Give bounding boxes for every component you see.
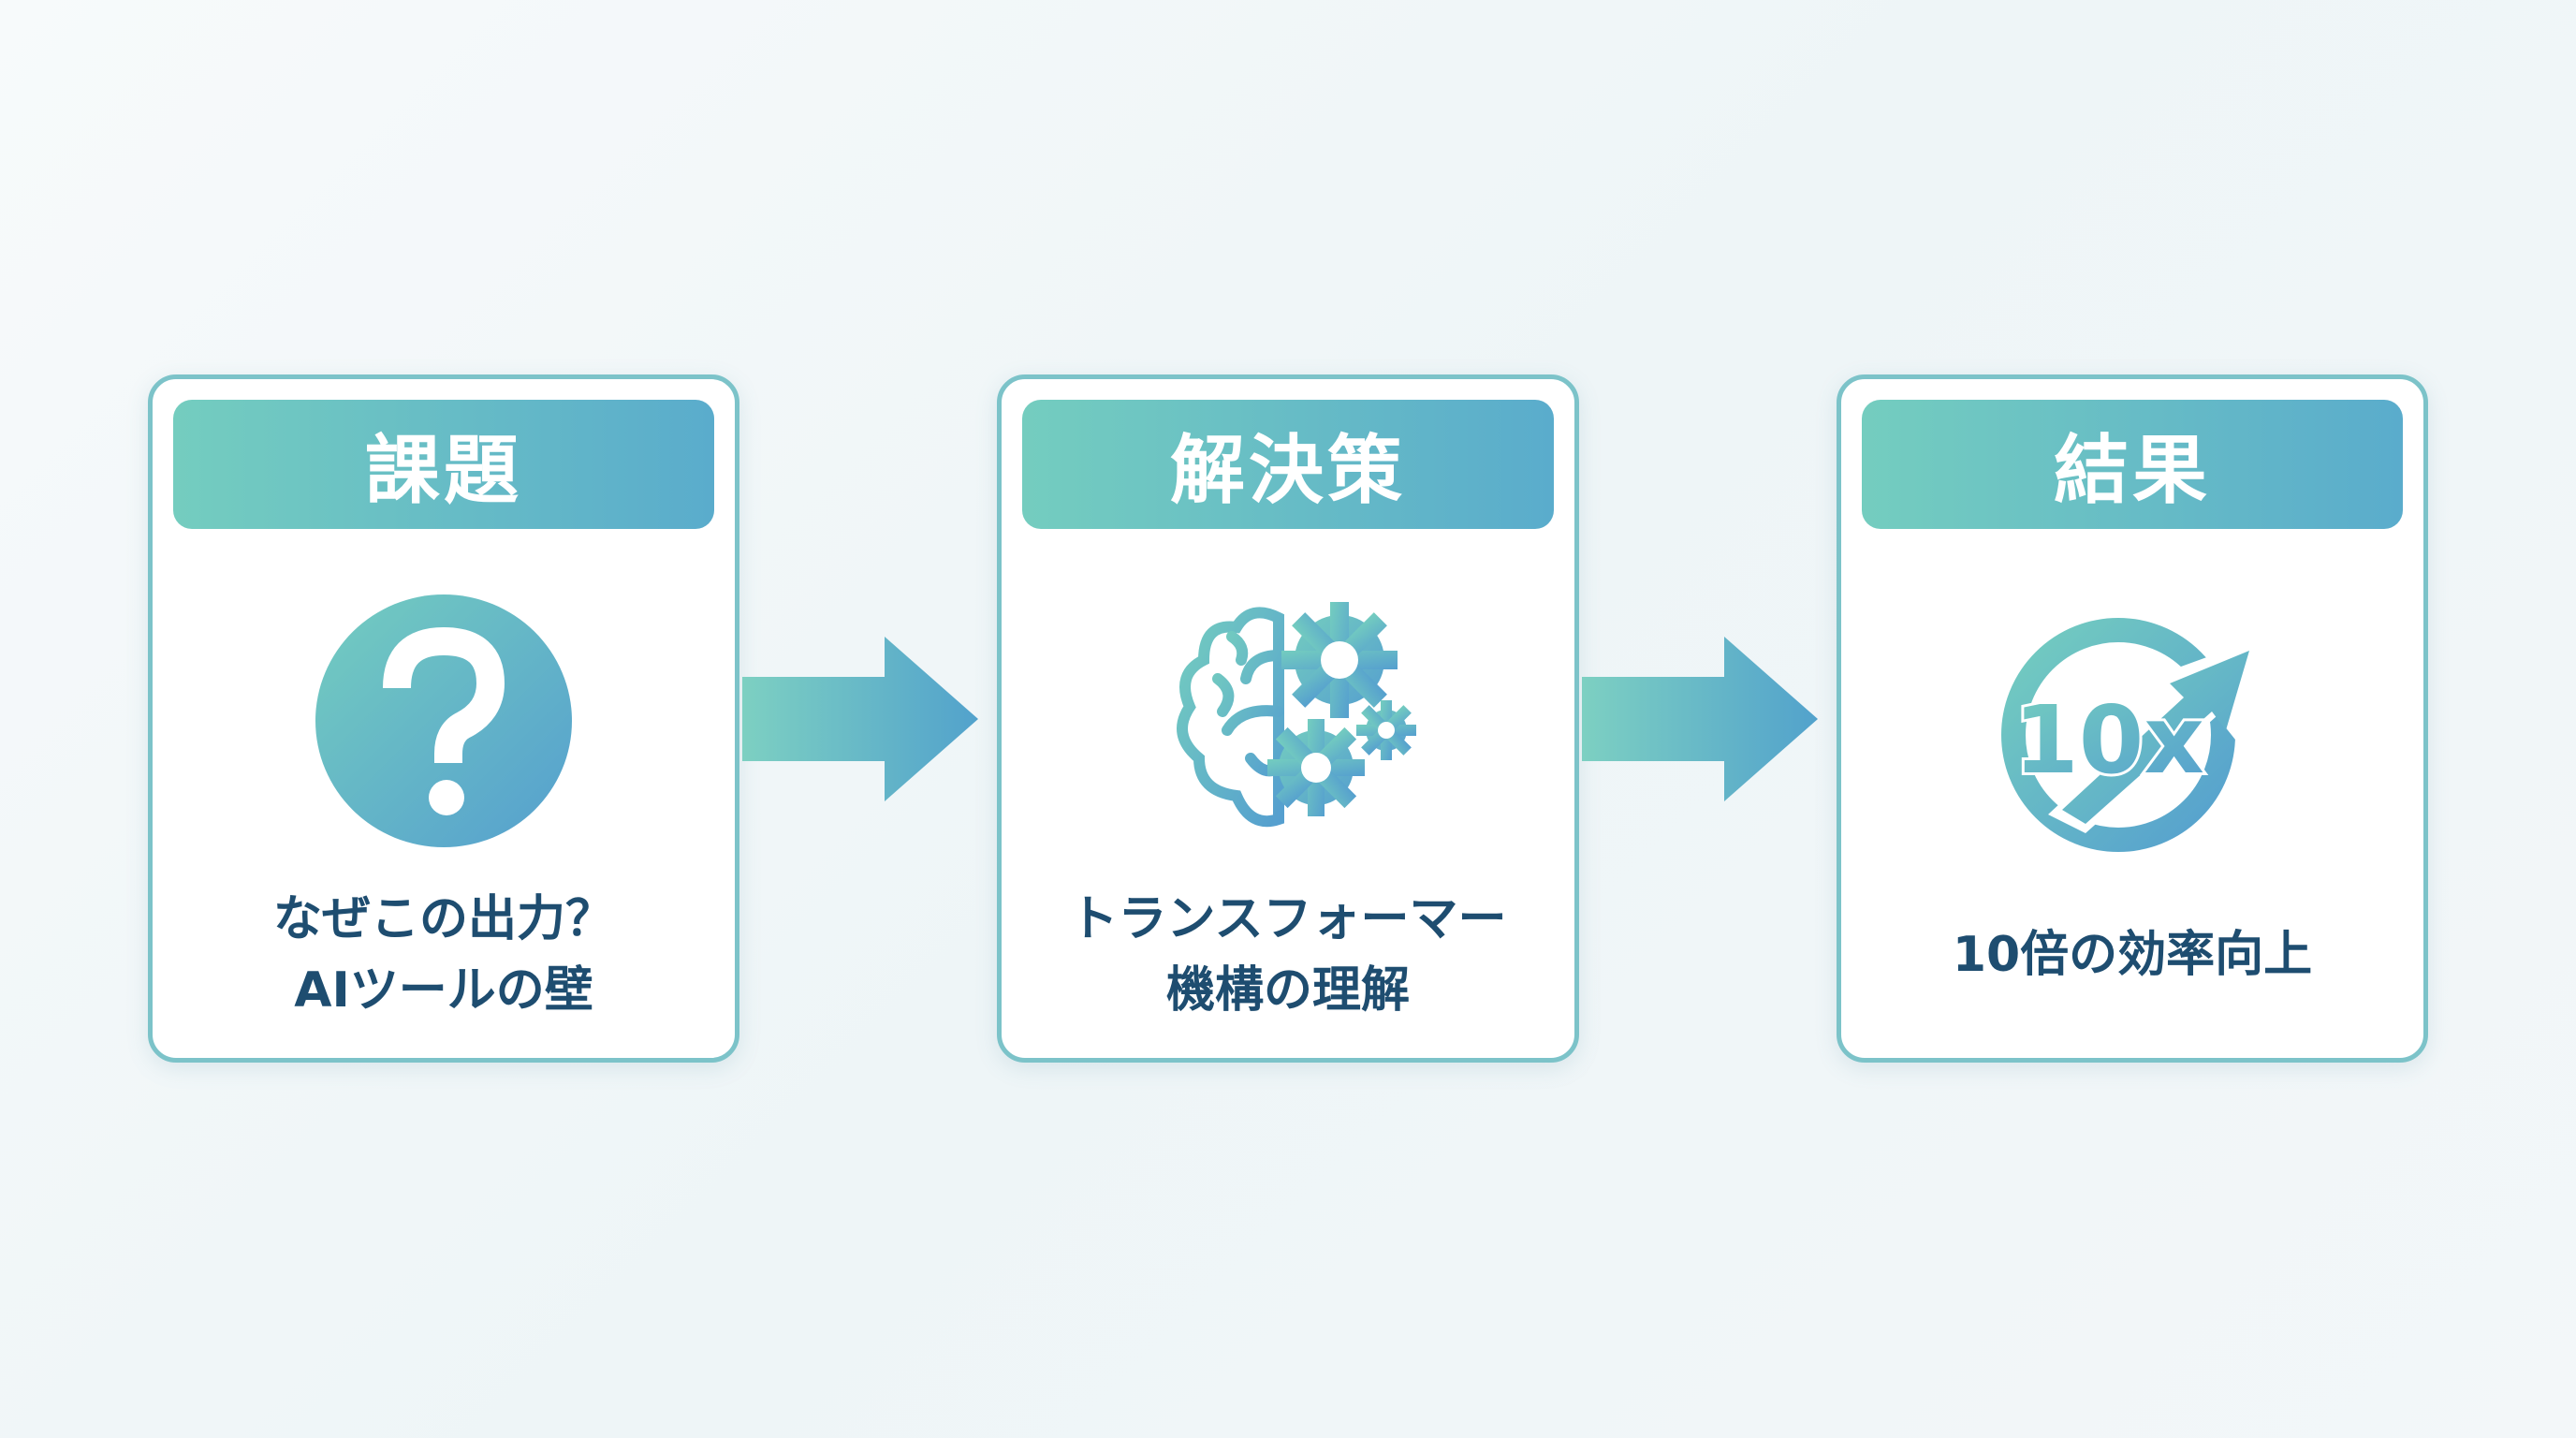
- step-card-problem: 課題 なぜこの出力？ AIツールの壁: [148, 374, 739, 1063]
- question-circle-icon: [315, 594, 572, 847]
- desc-line: 10倍の効率向上: [1952, 927, 2313, 983]
- step-title: 課題: [173, 400, 714, 529]
- step-card-result: 結果 10x 10倍の効率向上: [1837, 374, 2428, 1063]
- step-description: なぜこの出力？ AIツールの壁: [153, 875, 735, 1034]
- desc-line: なぜこの出力？: [272, 891, 614, 947]
- desc-line: AIツールの壁: [294, 962, 593, 1019]
- flow-arrow-icon: [1582, 637, 1818, 801]
- step-title: 解決策: [1022, 400, 1554, 529]
- step-description: 10倍の効率向上: [1841, 875, 2423, 1034]
- desc-line: トランスフォーマー: [1069, 891, 1507, 947]
- ten-x-growth-arrow-icon: 10x: [2001, 618, 2263, 852]
- step-title: 結果: [1862, 400, 2403, 529]
- flow-arrow-icon: [742, 637, 978, 801]
- step-description: トランスフォーマー 機構の理解: [1002, 875, 1574, 1034]
- step-card-solution: 解決策 トランスフォーマー 機構の理解: [997, 374, 1579, 1063]
- badge-text: 10x: [2013, 685, 2204, 795]
- brain-gears-icon: [1177, 602, 1416, 828]
- desc-line: 機構の理解: [1165, 962, 1410, 1019]
